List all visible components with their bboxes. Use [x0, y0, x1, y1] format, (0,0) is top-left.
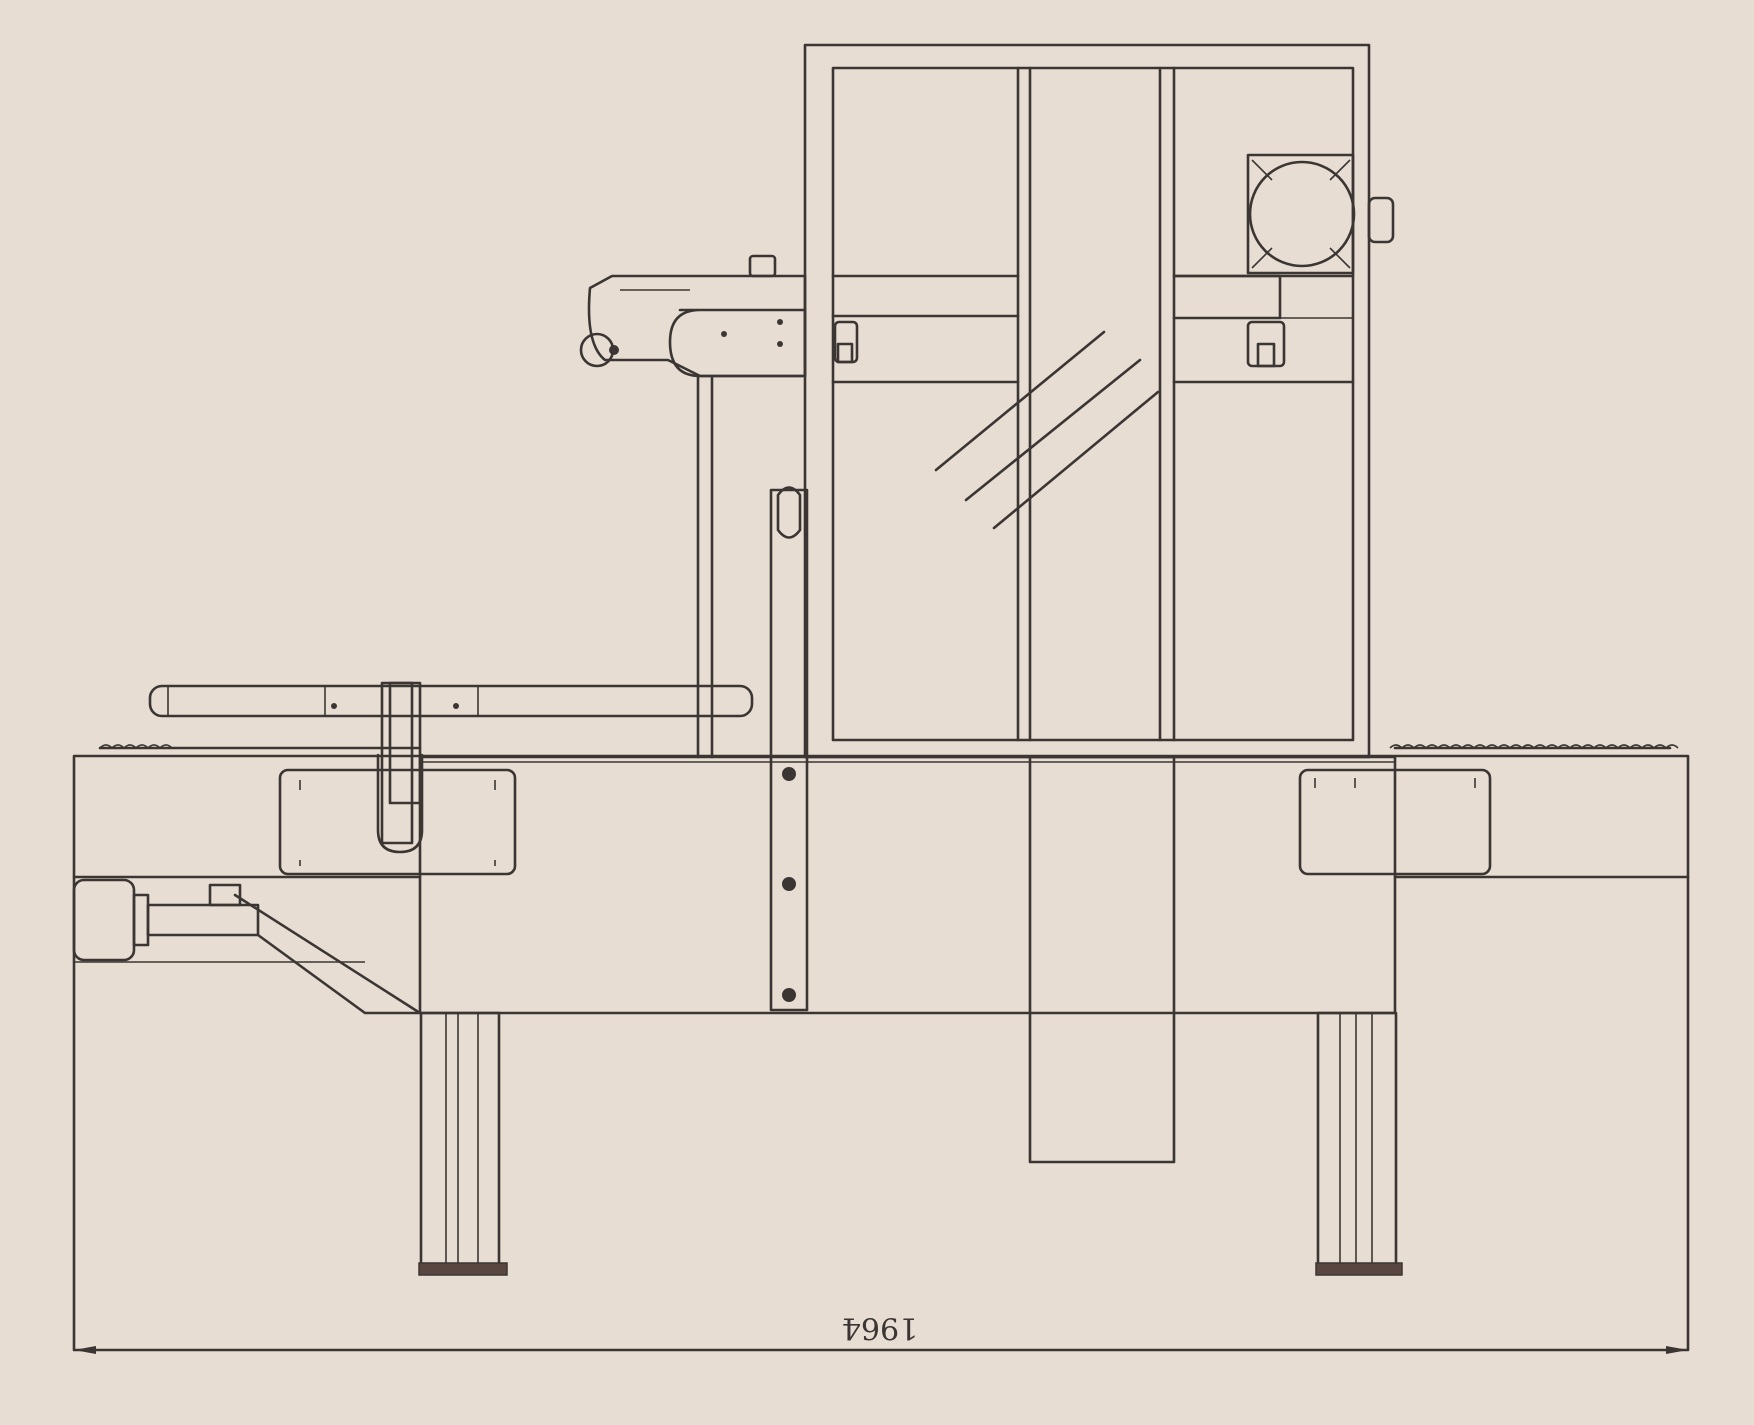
table-body [418, 755, 1397, 1015]
right-leg [1315, 1011, 1403, 1276]
upper-frame [803, 43, 1395, 759]
upper-motor [1246, 153, 1356, 275]
left-roller-conveyor [98, 744, 422, 750]
left-leg [418, 1011, 508, 1276]
height-scale-post [769, 486, 809, 1012]
upper-carriage-right [1246, 320, 1286, 368]
tape-head-unit [579, 254, 807, 378]
upper-carriage-left [833, 320, 859, 364]
width-dimension [74, 1346, 1688, 1354]
side-guide-rail [148, 681, 754, 854]
left-cabinet [278, 768, 517, 876]
drive-motor [72, 878, 422, 1015]
width-dimension-label: 1964 [842, 1310, 918, 1345]
right-cabinet [1298, 768, 1492, 876]
right-roller-conveyor [1389, 744, 1679, 750]
tape-head-posts [696, 374, 714, 759]
centre-column [1028, 755, 1176, 1164]
upper-crossbar [831, 274, 1355, 530]
main-frame [72, 754, 1690, 1352]
